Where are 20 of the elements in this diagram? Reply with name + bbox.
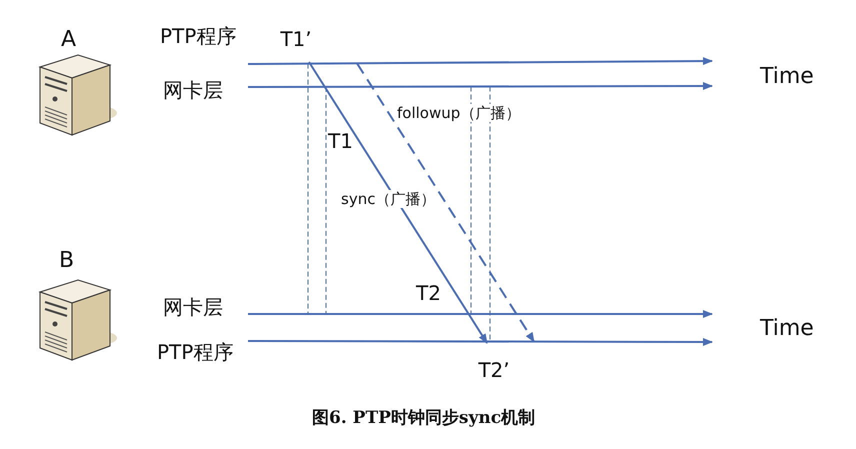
time-point-label: T1’: [278, 26, 314, 62]
layer-label: PTP程序: [157, 340, 234, 364]
layer-label: PTP程序: [160, 24, 236, 48]
host-label: A: [61, 28, 76, 52]
time-axis: [248, 82, 713, 90]
time-axis: [248, 310, 713, 318]
time-axis: [248, 57, 713, 66]
message-arrow: [308, 61, 488, 344]
time-point-label: T1: [328, 129, 353, 153]
time-point-label: T2’: [474, 343, 514, 383]
layer-label: 网卡层: [163, 78, 223, 102]
caption: 图6. PTP时钟同步sync机制: [312, 407, 536, 430]
time-point-label: T2: [416, 281, 441, 305]
layer-label: 网卡层: [163, 295, 223, 319]
message-arrow: [356, 62, 535, 342]
host-label: B: [59, 249, 74, 273]
axis-label: Time: [760, 65, 814, 89]
guide-line: [470, 86, 472, 314]
axis-label: Time: [760, 317, 814, 341]
time-axis: [248, 338, 713, 346]
